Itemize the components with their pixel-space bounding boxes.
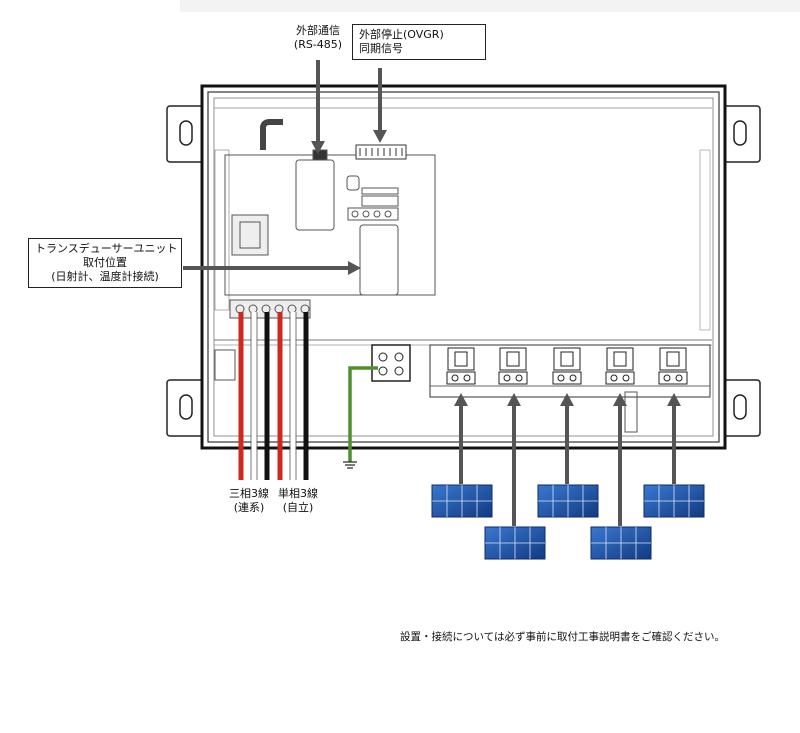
label-external-communication-line2: (RS-485) xyxy=(293,38,343,51)
label-external-communication: 外部通信 (RS-485) xyxy=(278,24,358,52)
pv-module xyxy=(590,526,652,560)
mounting-bracket-bottom-right xyxy=(719,379,761,437)
ground-wire xyxy=(343,366,378,469)
pv-arrows xyxy=(454,393,681,526)
pv-module xyxy=(431,484,493,518)
label-single-phase: 単相3線 (自立) xyxy=(268,487,328,515)
label-transducer-line1: トランスデューサーユニット xyxy=(35,242,178,255)
label-single-phase-line1: 単相3線 xyxy=(278,487,318,500)
label-transducer-line2: 取付位置 xyxy=(83,256,127,269)
label-three-phase: 三相3線 (連系) xyxy=(219,487,279,515)
pv-module xyxy=(537,484,599,518)
pv-module xyxy=(484,526,546,560)
top-banner-strip xyxy=(180,0,800,12)
label-external-communication-line1: 外部通信 xyxy=(296,24,340,37)
label-external-stop-box: 外部停止(OVGR) 同期信号 xyxy=(352,24,486,60)
mounting-bracket-bottom-left xyxy=(166,379,208,437)
ground-symbol xyxy=(343,461,357,469)
pv-module xyxy=(643,484,705,518)
mounting-bracket-top-right xyxy=(719,105,761,163)
callout-arrows xyxy=(183,60,387,275)
label-three-phase-line1: 三相3線 xyxy=(229,487,269,500)
mounting-bracket-top-left xyxy=(166,105,208,163)
label-external-stop-line2: 同期信号 xyxy=(359,42,403,55)
dc-input-blocks xyxy=(446,347,688,385)
label-transducer-line3: (日射計、温度計接続) xyxy=(51,270,159,283)
ac-output-wires xyxy=(238,312,309,480)
label-three-phase-line2: (連系) xyxy=(233,501,265,514)
installation-note: 設置・接続については必ず事前に取付工事説明書をご確認ください。 xyxy=(400,631,725,643)
label-external-stop-line1: 外部停止(OVGR) xyxy=(359,28,444,41)
label-single-phase-line2: (自立) xyxy=(282,501,314,514)
label-transducer-box: トランスデューサーユニット 取付位置 (日射計、温度計接続) xyxy=(28,238,182,288)
